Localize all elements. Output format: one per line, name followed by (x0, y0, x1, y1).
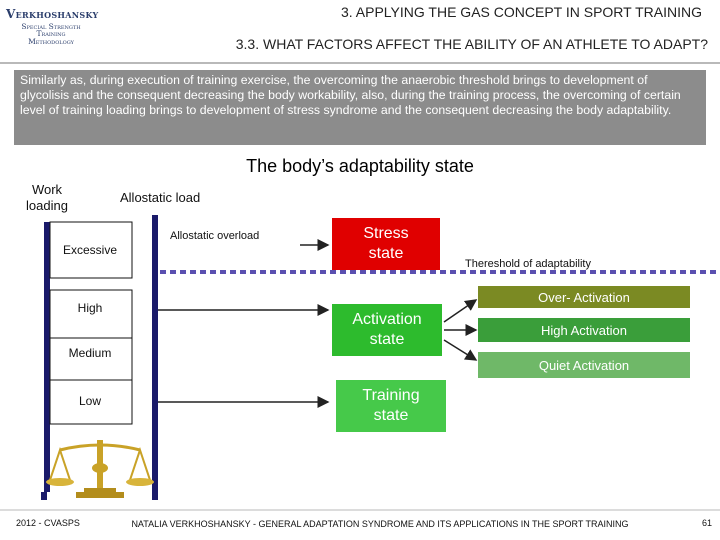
stress-state-box: Stress state (332, 218, 440, 270)
header-title: 3. APPLYING THE GAS CONCEPT IN SPORT TRA… (341, 4, 702, 20)
high-activation-bar: High Activation (478, 318, 690, 342)
activation-state-box: Activation state (332, 304, 442, 356)
arrow-act-over (443, 299, 478, 323)
footer-page-number: 61 (701, 518, 712, 528)
header-subtitle: 3.3. WHAT FACTORS AFFECT THE ABILITY OF … (235, 36, 708, 52)
over-activation-bar: Over- Activation (478, 286, 690, 308)
training-state-box: Training state (336, 380, 446, 432)
low-level-box (49, 379, 133, 425)
stress-state-label: Stress state (363, 225, 409, 262)
allostatic-load-label: Allostatic load (120, 190, 201, 205)
allostatic-overload-label: Allostatic overload (170, 230, 260, 242)
logo-line1: Verkhoshansky (6, 7, 99, 21)
quiet-activation-label: Quiet Activation (538, 357, 630, 373)
logo-line2: Special Strength Training (21, 21, 81, 39)
allostatic-load-axis (152, 215, 158, 492)
level-excessive: Excessive (62, 243, 118, 257)
header-divider (0, 62, 720, 64)
logo: Verkhoshansky Special Strength Training … (6, 7, 99, 52)
activation-state-label: Activation state (352, 311, 422, 348)
quiet-activation-bar: Quiet Activation (478, 352, 690, 378)
over-activation-label: Over- Activation (538, 289, 630, 305)
threshold-label: Thereshold of adaptability (465, 258, 591, 270)
work-loading-axis (44, 222, 50, 492)
training-state-label: Training state (362, 387, 420, 424)
excessive-level-box (49, 221, 133, 279)
balance-scale-icon (46, 440, 154, 498)
arrow-act-quiet (443, 339, 478, 361)
high-activation-label: High Activation (541, 322, 627, 338)
footer-left: 2012 - CVASPS (16, 518, 80, 528)
level-high: High (77, 301, 103, 315)
work-loading-label: Work loading (26, 182, 68, 213)
intro-textbox: Similarly as, during execution of traini… (14, 70, 706, 145)
level-low: Low (78, 394, 101, 408)
logo-line3: Methodology (28, 37, 74, 47)
diagram-title: The body’s adaptability state (246, 156, 474, 176)
level-medium: Medium (68, 346, 112, 360)
footer-center: NATALIA VERKHOSHANSKY - GENERAL ADAPTATI… (131, 519, 629, 529)
